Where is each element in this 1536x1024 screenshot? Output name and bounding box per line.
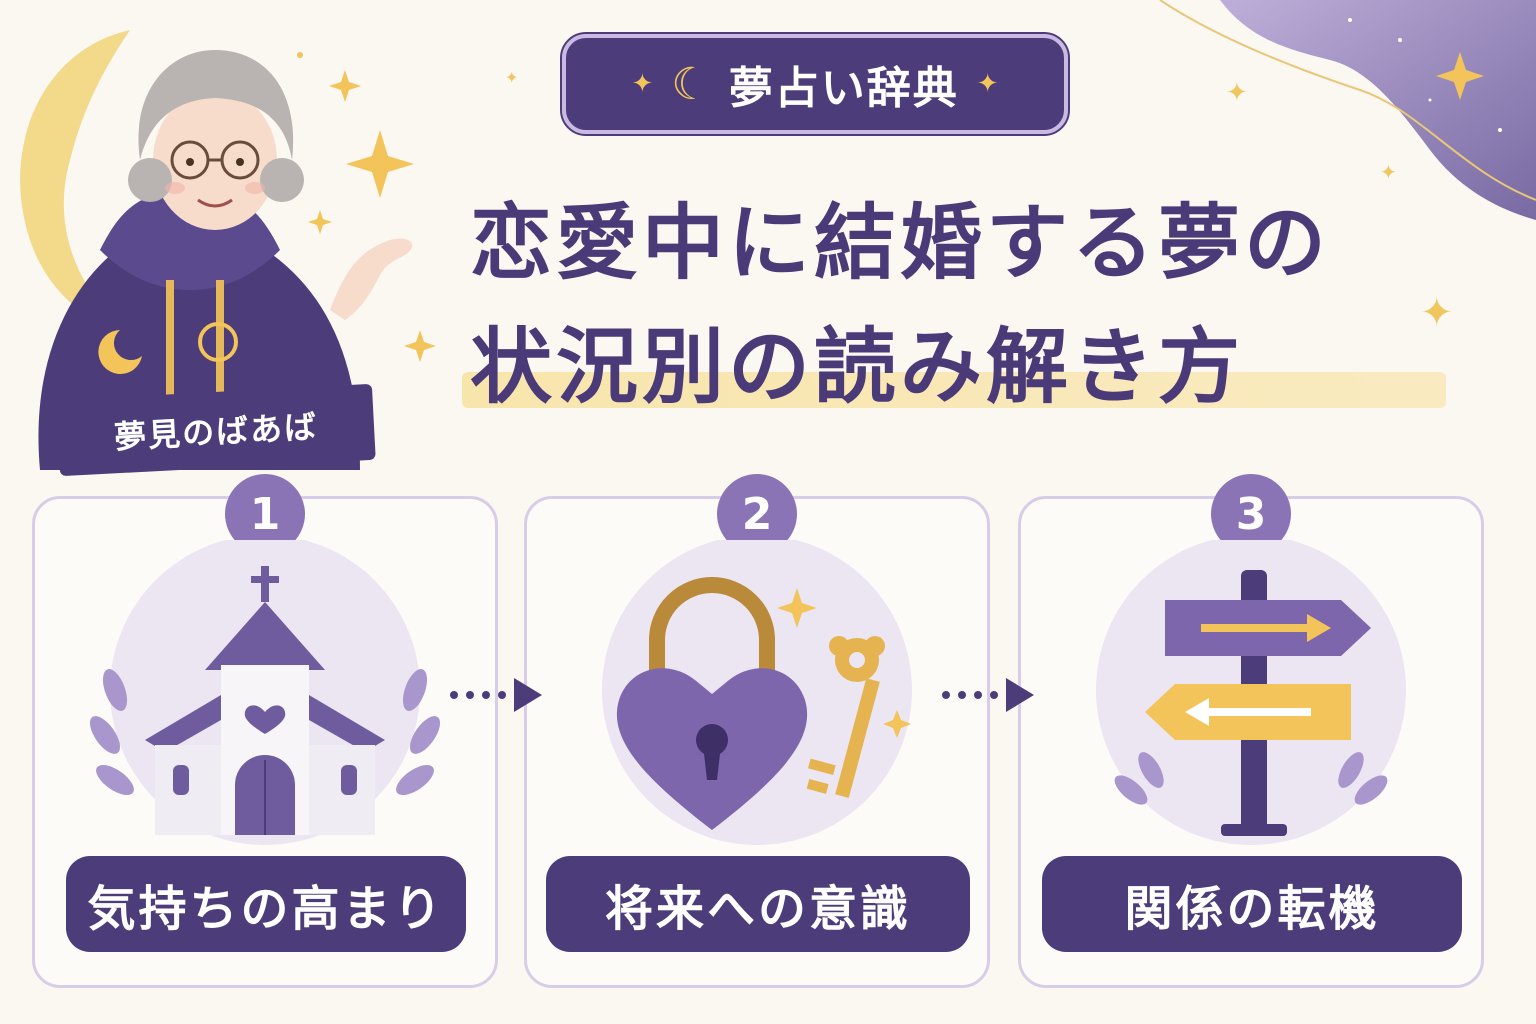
step-caption-2: 将来への意識: [546, 856, 970, 952]
crescent-moon-icon: ☾: [671, 58, 711, 110]
church-icon: [89, 540, 441, 845]
sparkle-icon: ✦: [505, 68, 519, 87]
step-caption-text: 将来への意識: [604, 881, 911, 937]
page-title-line-2: 状況別の読み解き方: [470, 320, 1245, 415]
step-caption-text: 気持ちの高まり: [87, 881, 445, 937]
sparkle-icon: ✦: [631, 69, 654, 99]
step-caption-3: 関係の転機: [1042, 856, 1462, 952]
step-caption-text: 関係の転機: [1124, 881, 1380, 937]
dotted-arrow-icon: [942, 678, 1034, 712]
sparkle-icon: ✦: [1226, 78, 1248, 108]
sparkle-icon: ✦: [1380, 160, 1397, 184]
dream-grandma-illustration: [20, 30, 436, 470]
badge-label: 夢占い辞典: [728, 63, 959, 114]
dictionary-badge: ✦ ☾ 夢占い辞典 ✦: [560, 32, 1070, 136]
character-name: 夢見のばあば: [113, 407, 319, 457]
heart-lock-and-key-icon: [602, 540, 912, 845]
sparkle-icon: ✦: [976, 69, 999, 99]
night-cloud-decoration: [1159, 0, 1536, 220]
dotted-arrow-icon: [450, 678, 542, 712]
step-caption-1: 気持ちの高まり: [66, 856, 466, 952]
signpost-icon: [1096, 540, 1406, 845]
sparkle-icon: ✦: [1420, 290, 1454, 336]
page-title-line-1: 恋愛中に結婚する夢の: [470, 196, 1331, 291]
title-highlight: [462, 372, 1446, 408]
